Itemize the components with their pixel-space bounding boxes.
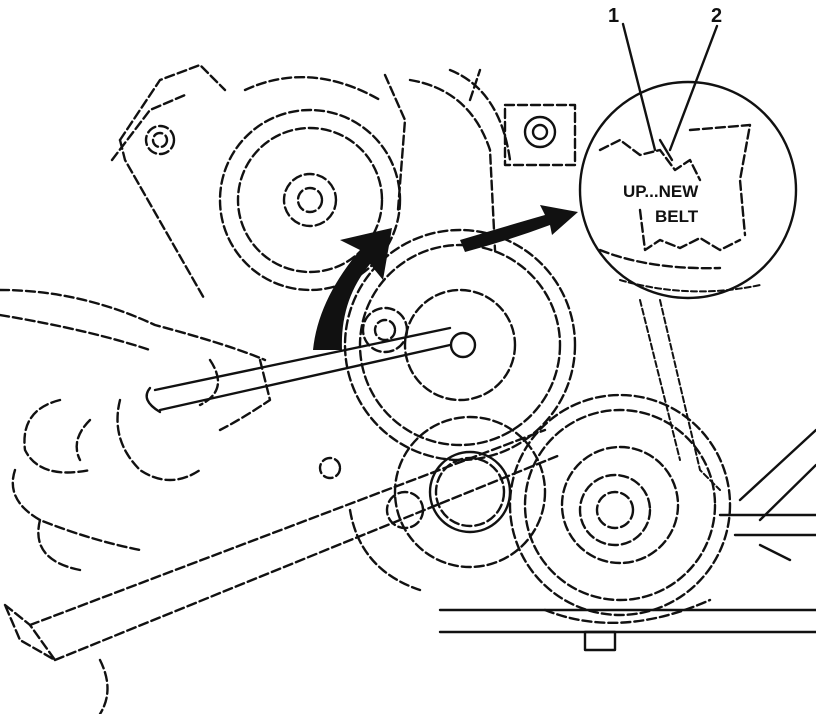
detail-pointer-arrow — [460, 205, 578, 252]
belt-marking-line2: BELT — [655, 207, 699, 226]
engine-casting-outline — [110, 63, 512, 302]
callout-number-1: 1 — [608, 5, 619, 27]
upper-idler-pulley — [218, 73, 407, 292]
rotation-arrow — [313, 228, 392, 350]
callout-number-2: 2 — [711, 5, 722, 27]
detail-inset: UP...NEW BELT — [578, 80, 798, 300]
wrench — [145, 326, 452, 414]
callout-2: 2 — [668, 5, 722, 152]
callout-1: 1 — [608, 5, 657, 152]
camshaft-sprocket — [343, 228, 577, 462]
lower-housing — [438, 428, 816, 652]
timing-belt — [543, 299, 721, 625]
hand-with-wrench — [0, 288, 272, 714]
lever-bar — [3, 428, 562, 662]
belt-marking-line1: UP...NEW — [623, 182, 699, 201]
mounting-bolt — [503, 103, 577, 167]
crankshaft-sprocket — [508, 393, 732, 617]
tensioner-pulley — [348, 415, 547, 592]
